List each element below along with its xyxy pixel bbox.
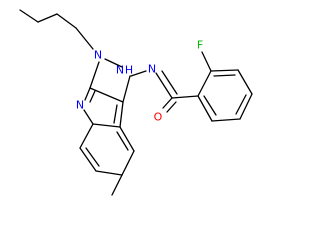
atom-label-n2: N xyxy=(116,64,124,77)
bond xyxy=(19,9,39,23)
bond xyxy=(171,95,199,99)
bond xyxy=(210,69,239,72)
bond xyxy=(89,90,96,103)
bond xyxy=(116,131,129,151)
bond xyxy=(56,13,77,29)
bond xyxy=(79,123,94,149)
bond xyxy=(75,27,94,50)
atom-label-imine-n: N xyxy=(148,63,156,76)
bond xyxy=(197,70,212,97)
bond xyxy=(201,51,212,72)
bond xyxy=(166,101,177,113)
atom-label-h2: H xyxy=(125,64,133,77)
atom-labels: N N H N N O F xyxy=(76,39,203,124)
atom-label-o: O xyxy=(154,111,163,124)
bond xyxy=(161,70,178,95)
bond xyxy=(203,95,217,116)
bond xyxy=(239,93,253,120)
bond xyxy=(213,74,236,77)
bond xyxy=(89,87,124,103)
bond xyxy=(130,70,147,77)
bond xyxy=(155,72,173,99)
bond xyxy=(211,118,241,122)
molecule-structure: N N H N N O F xyxy=(0,0,273,204)
canvas-background xyxy=(0,0,273,204)
bond xyxy=(119,126,135,152)
bond xyxy=(237,69,253,95)
bond xyxy=(104,58,123,68)
atom-label-f: F xyxy=(197,39,203,52)
bond xyxy=(119,101,124,128)
bond xyxy=(83,109,94,125)
bond xyxy=(95,170,123,176)
bond xyxy=(85,147,100,167)
bond xyxy=(92,123,121,128)
bond xyxy=(235,94,247,115)
bond xyxy=(84,87,91,101)
bond xyxy=(121,150,135,176)
bond xyxy=(162,97,173,109)
bond xyxy=(89,61,100,89)
atom-label-n1: N xyxy=(94,49,102,62)
bond xyxy=(113,104,118,124)
bond xyxy=(197,95,213,122)
bond-lines xyxy=(19,9,253,196)
bond xyxy=(122,75,131,103)
bond xyxy=(37,13,58,23)
atom-label-pyridine-n: N xyxy=(76,99,84,112)
bond xyxy=(79,147,97,172)
bond xyxy=(111,174,123,196)
